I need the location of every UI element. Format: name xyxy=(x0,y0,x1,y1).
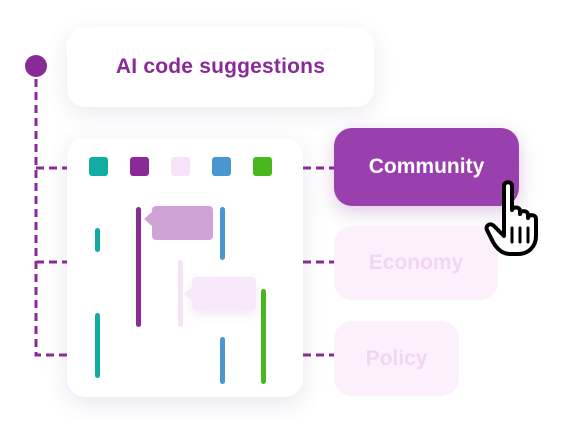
bar-teal-1 xyxy=(95,228,100,252)
economy-label: Economy xyxy=(368,251,464,274)
bar-purple xyxy=(136,207,141,327)
timeline-node-icon xyxy=(25,55,47,77)
comment-bubble-2 xyxy=(184,277,256,310)
legend-square-pink xyxy=(171,157,190,176)
bar-blue-2 xyxy=(220,337,225,384)
title-card: AI code suggestions xyxy=(67,27,374,107)
bar-green xyxy=(261,289,266,384)
bar-blue-1 xyxy=(220,207,225,260)
bar-teal-2 xyxy=(95,313,100,378)
community-label: Community xyxy=(368,155,485,178)
legend-square-blue xyxy=(212,157,231,176)
bar-pink xyxy=(178,260,183,327)
policy-label: Policy xyxy=(365,346,428,370)
policy-button[interactable]: Policy xyxy=(334,321,459,396)
comment-bubble-1 xyxy=(144,206,213,240)
community-button[interactable]: Community xyxy=(334,128,519,206)
main-trunk-connector xyxy=(34,66,67,357)
legend-square-green xyxy=(253,157,272,176)
legend-square-teal xyxy=(89,157,108,176)
economy-button[interactable]: Economy xyxy=(334,226,498,300)
legend-square-purple xyxy=(130,157,149,176)
title-text: AI code suggestions xyxy=(115,55,326,78)
pointing-hand-icon xyxy=(484,180,538,256)
timeline-grid-card xyxy=(67,138,303,397)
